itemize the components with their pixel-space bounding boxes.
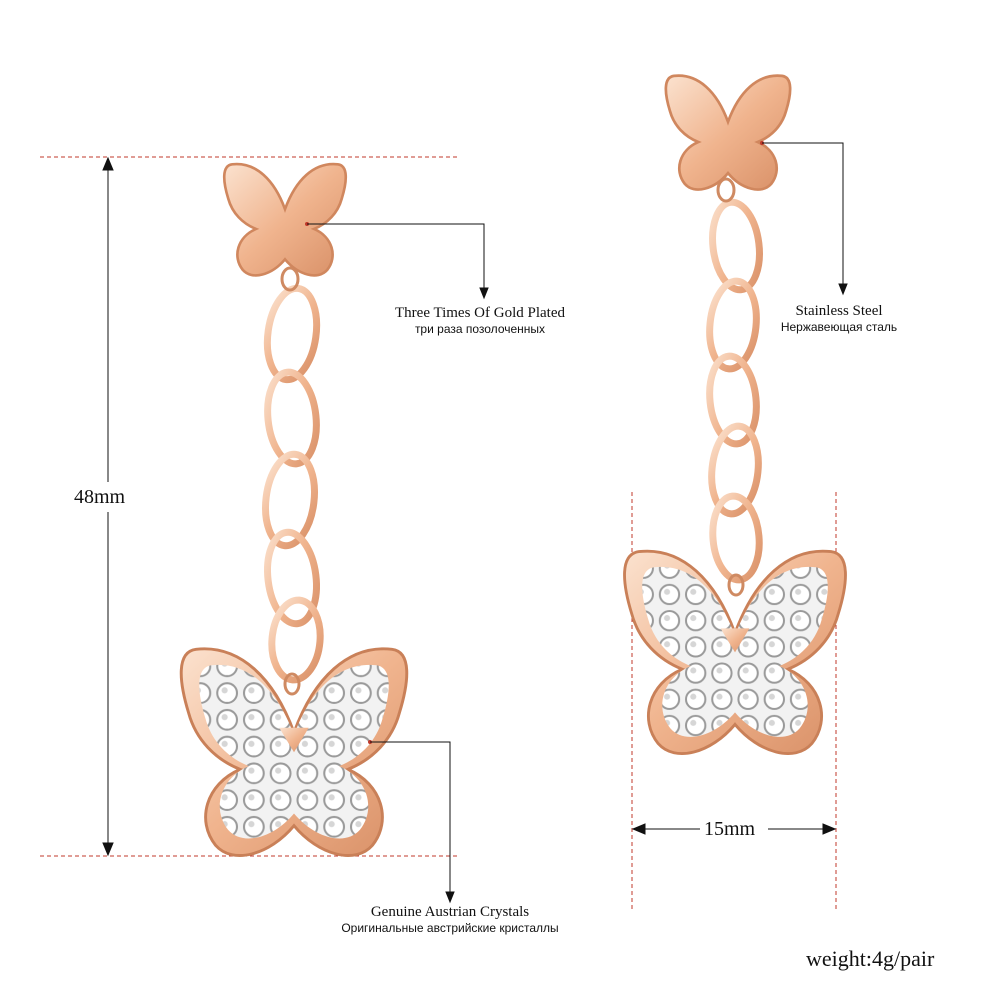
- left-earring: [179, 162, 409, 857]
- width-dimension-label: 15mm: [702, 817, 758, 841]
- chain: [706, 198, 763, 584]
- pendant-butterfly: [623, 549, 847, 756]
- jump-rings: [716, 177, 745, 597]
- jump-rings: [280, 266, 301, 696]
- crystals-leader: [368, 740, 455, 904]
- length-dimension-arrow: [102, 156, 114, 857]
- right-earring: [623, 74, 847, 756]
- gold-plated-label: Three Times Of Gold Plated три раза позо…: [374, 304, 586, 336]
- stud-butterfly: [222, 162, 348, 277]
- length-dimension-label: 48mm: [72, 485, 128, 509]
- leader-lines: [305, 141, 848, 904]
- crystals-label-en: Genuine Austrian Crystals: [370, 904, 530, 920]
- crystals-label: Genuine Austrian Crystals Оригинальные а…: [300, 903, 600, 935]
- stainless-label-ru: Нержавеющая сталь: [780, 320, 898, 334]
- stainless-leader: [760, 141, 848, 296]
- crystals-label-ru: Оригинальные австрийские кристаллы: [341, 921, 559, 935]
- gold-plated-leader: [305, 222, 489, 300]
- stainless-label: Stainless Steel Нержавеющая сталь: [754, 302, 924, 334]
- stud-butterfly: [664, 74, 792, 191]
- gold-plated-label-ru: три раза позолоченных: [414, 322, 546, 336]
- weight-label: weight:4g/pair: [806, 945, 935, 973]
- pendant-butterfly: [179, 647, 409, 857]
- width-dimension-arrow: [631, 823, 837, 835]
- chain: [262, 284, 324, 684]
- stainless-label-en: Stainless Steel: [795, 303, 883, 319]
- gold-plated-label-en: Three Times Of Gold Plated: [395, 305, 565, 321]
